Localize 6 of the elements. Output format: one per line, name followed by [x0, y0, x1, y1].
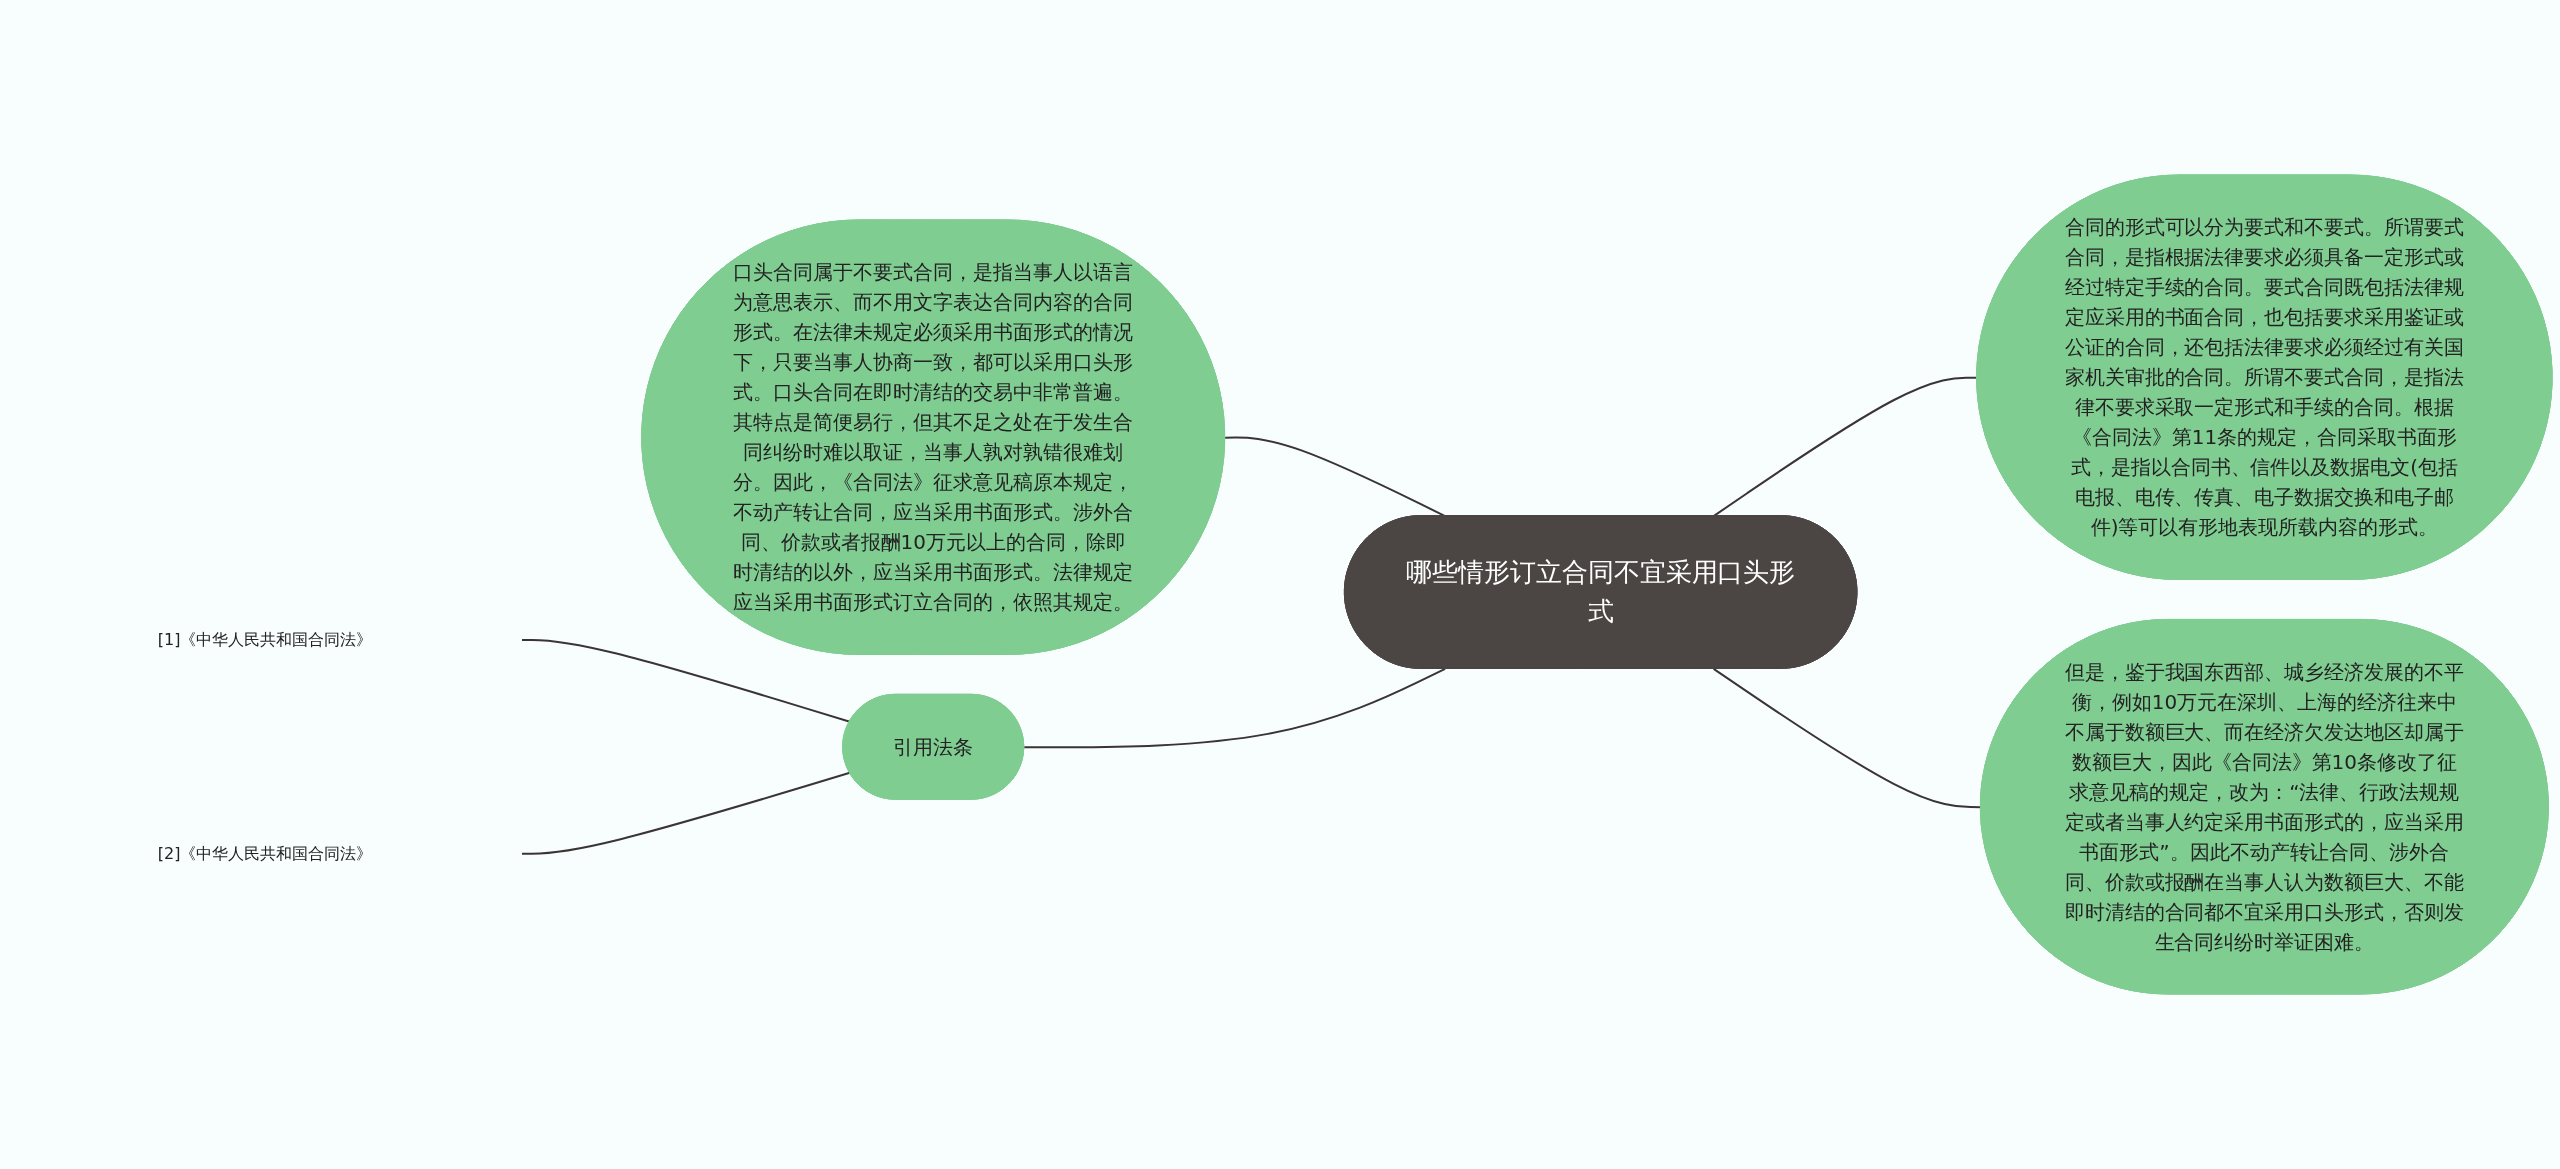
connector — [521, 771, 851, 855]
node-text: [2]《中华人民共和国合同法》 — [157, 843, 373, 863]
connector — [521, 638, 851, 723]
connector — [1023, 667, 1447, 749]
node-text: [1]《中华人民共和国合同法》 — [157, 629, 373, 649]
connector — [1712, 667, 1982, 809]
